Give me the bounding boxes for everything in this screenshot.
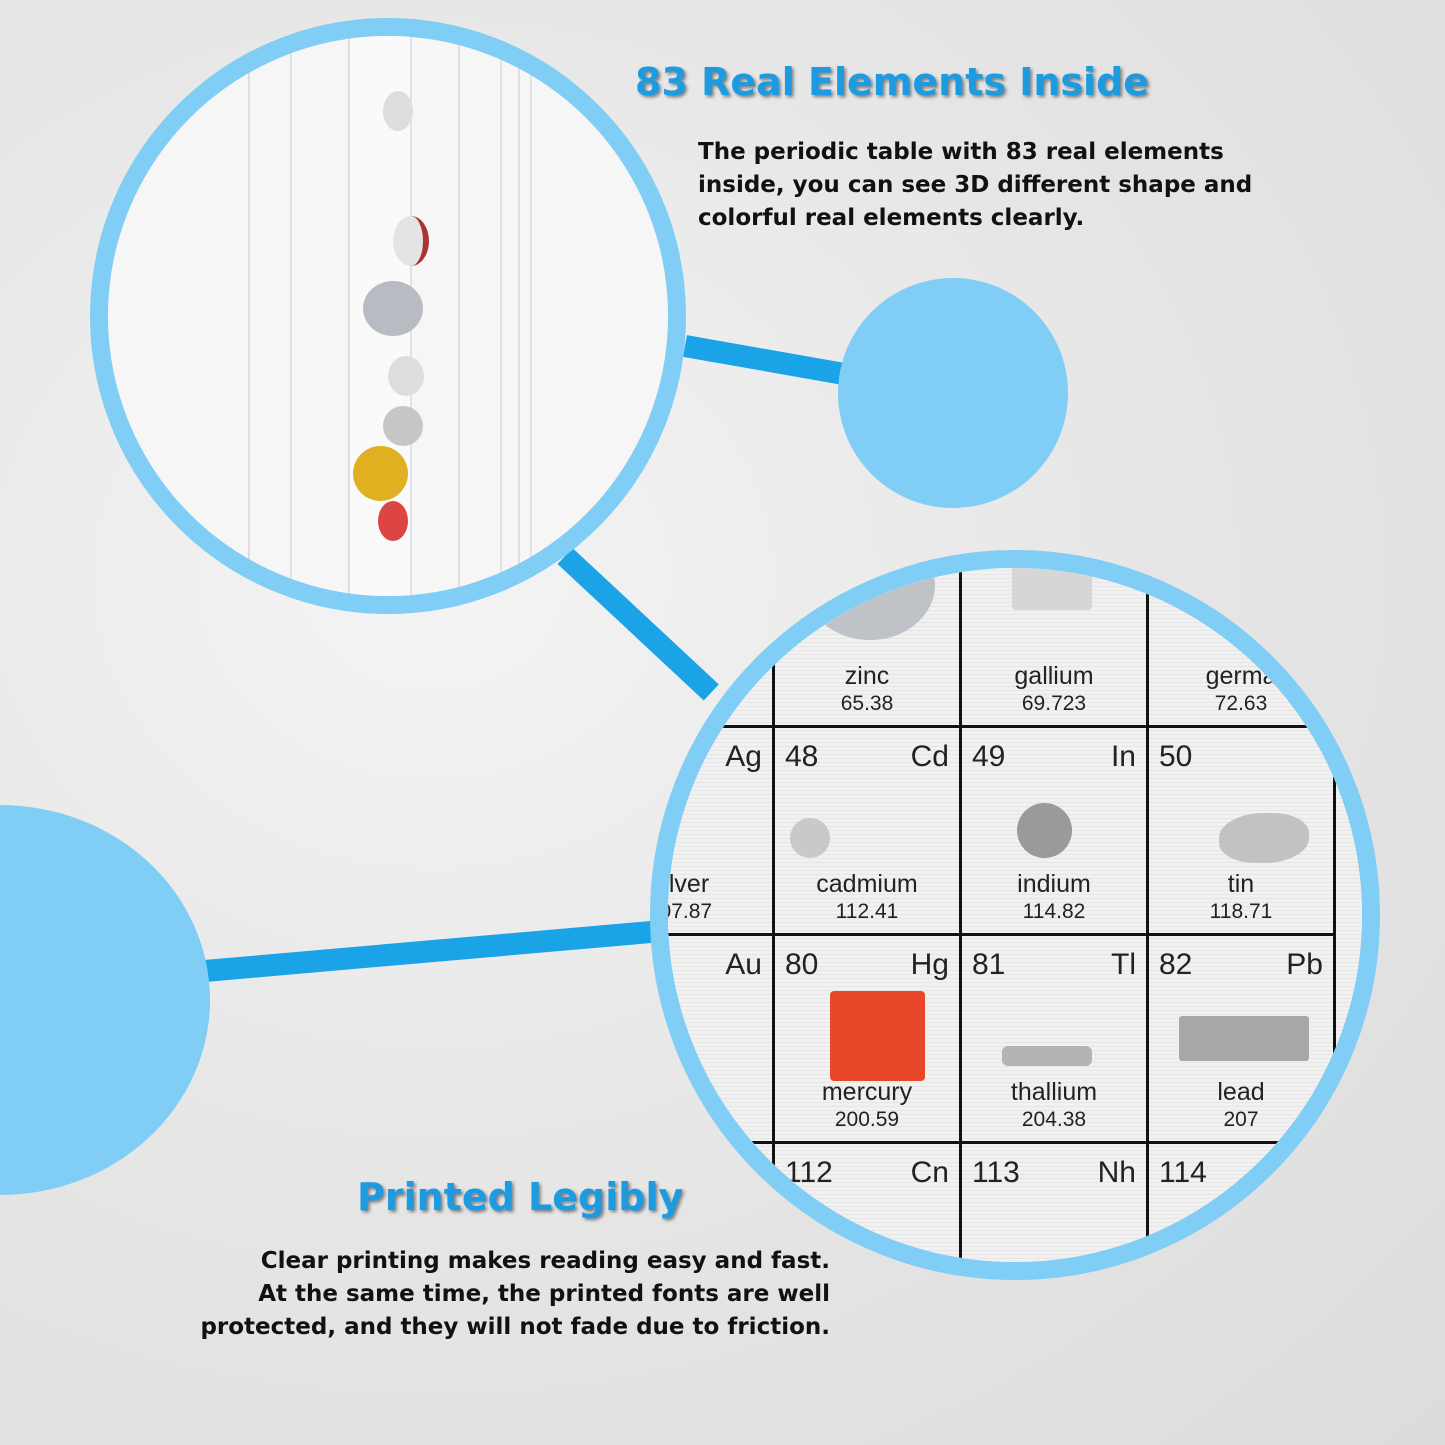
element-symbol: Pb [1286, 948, 1323, 981]
element-number: 80 [785, 948, 819, 981]
element-mass: 207 [1223, 1108, 1259, 1131]
element-sample [830, 991, 925, 1081]
element-symbol: Au [725, 948, 762, 981]
text-line: inside, you can see 3D different shape a… [698, 172, 1253, 198]
element-name: mercury [821, 1078, 913, 1106]
decorative-circle [838, 278, 1068, 508]
element-number: 49 [972, 740, 1006, 773]
top-description: The periodic table with 83 real elements… [698, 136, 1378, 235]
element-cell: Au ld [668, 936, 775, 1144]
text-line: protected, and they will not fade due to… [200, 1314, 830, 1340]
bottom-heading: Printed Legibly [357, 1175, 684, 1219]
element-name: tin [1227, 870, 1255, 898]
text-line: At the same time, the printed fonts are … [258, 1281, 830, 1307]
element-sample [1179, 1016, 1309, 1061]
element-mass: 114.82 [1022, 900, 1086, 923]
element-name: silver [650, 870, 710, 898]
element-symbol: Hg [910, 948, 949, 981]
element-sample [668, 1016, 678, 1091]
element-mass: 72.63 [1214, 692, 1268, 715]
element-sample [1219, 813, 1309, 863]
element-number: 114 [1159, 1156, 1207, 1189]
element-number: 50 [1159, 740, 1193, 773]
element-symbol: Ag [725, 740, 762, 773]
element-sample [805, 568, 935, 640]
element-mass: 69.723 [1021, 692, 1087, 715]
connector-line [204, 919, 665, 982]
text-line: The periodic table with 83 real elements [698, 139, 1224, 165]
element-mass: 107.87 [650, 900, 713, 923]
element-mass: 118.71 [1209, 900, 1273, 923]
element-name: germa [1205, 662, 1277, 690]
element-mass: 65.38 [840, 692, 894, 715]
element-number: 48 [785, 740, 819, 773]
element-sample [1002, 1046, 1092, 1066]
element-sample [1012, 568, 1092, 610]
element-name: lead [1217, 1078, 1265, 1106]
element-name: gallium [1014, 662, 1094, 690]
element-name: indium [1017, 870, 1091, 898]
top-heading: 83 Real Elements Inside [635, 60, 1150, 104]
element-mass: 46 [668, 692, 692, 715]
element-name: cadmium [816, 870, 918, 898]
element-cell: 46 [668, 568, 775, 728]
element-symbol: Nh [1097, 1156, 1136, 1189]
element-cell: 113 Nh [962, 1144, 1149, 1262]
product-closeup-circle [90, 18, 686, 614]
decorative-circle [0, 805, 210, 1195]
element-symbol: In [1110, 740, 1136, 773]
element-sample [1017, 803, 1072, 858]
element-name: zinc [844, 662, 890, 690]
text-line: Clear printing makes reading easy and fa… [260, 1248, 830, 1274]
element-number: 82 [1159, 948, 1193, 981]
bottom-description: Clear printing makes reading easy and fa… [60, 1245, 830, 1344]
element-cell: 114 [1149, 1144, 1336, 1262]
element-name: ld [670, 1078, 690, 1106]
element-cell [668, 1144, 775, 1262]
element-number: 81 [972, 948, 1006, 981]
connector-line [683, 335, 855, 387]
element-symbol: Tl [1111, 948, 1136, 981]
element-mass: 112.41 [835, 900, 899, 923]
element-symbol: Cn [910, 1156, 949, 1189]
element-mass: 200.59 [834, 1108, 900, 1131]
element-number: 113 [972, 1156, 1020, 1189]
element-symbol: Cd [910, 740, 949, 773]
element-number: 112 [785, 1156, 833, 1189]
element-name: thallium [1010, 1078, 1098, 1106]
element-mass: 204.38 [1021, 1108, 1087, 1131]
element-cell: 112 Cn [775, 1144, 962, 1262]
text-line: colorful real elements clearly. [698, 205, 1085, 231]
element-sample [790, 818, 830, 858]
acrylic-rod-photo [108, 36, 668, 596]
